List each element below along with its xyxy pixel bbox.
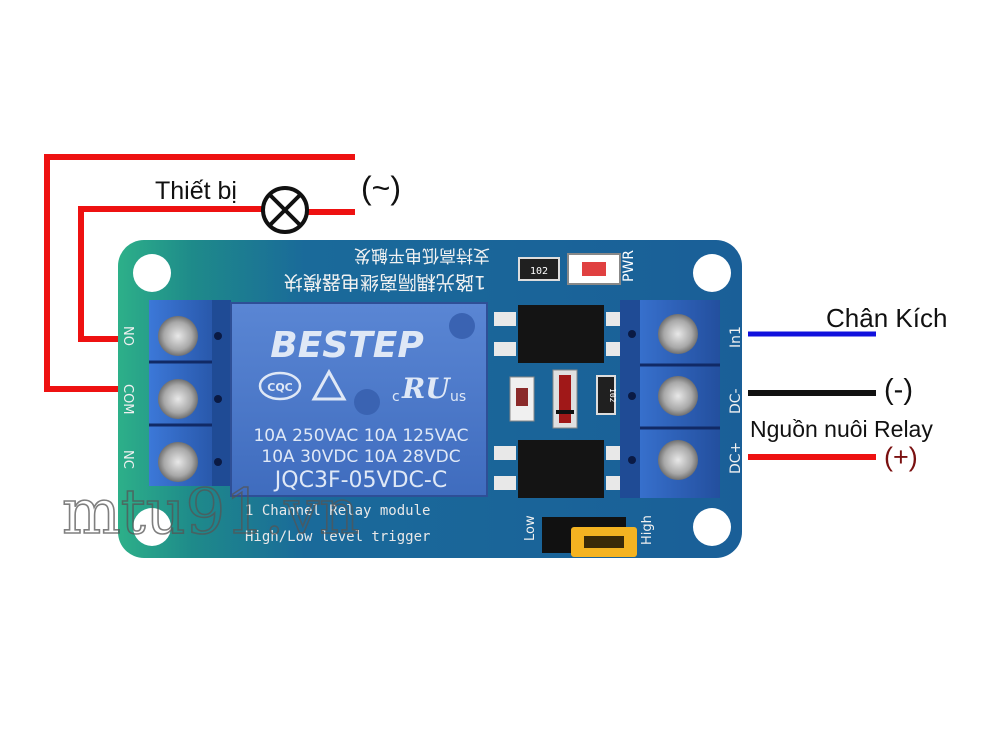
relay-spec-1: 10A 250VAC 10A 125VAC [253,426,468,446]
silk-line-2: High/Low level trigger [245,529,430,545]
resistor [596,375,616,415]
label-pos: (+) [884,442,918,472]
screw-dc-pos [658,440,698,480]
pwr-label: PWR [621,250,637,282]
terminal-block-output [149,300,231,486]
relay-board: 1路光耦隔离继电器模块 支持高低电平触发 102 PWR NO COM NC [118,240,744,558]
jumper-label-high: High [640,515,655,545]
pin-label-nc: NC [120,450,135,469]
lamp-icon [261,186,309,234]
silk-chinese-line2: 支持高低电平触发 [354,245,490,265]
status-led [509,376,535,422]
mount-hole [693,508,731,546]
relay-brand: BESTEP [270,325,424,366]
trigger-jumper[interactable] [542,517,637,557]
pin-label-no: NO [120,326,135,346]
cqc-logo [258,371,302,401]
svg-text:CQC: CQC [267,381,293,394]
wire-com-to-device [78,206,355,342]
mount-hole [133,508,171,546]
screw-dc-neg [658,376,698,416]
terminal-block-input [620,300,720,498]
screw-in1 [658,314,698,354]
silk-line-1: 1 Channel Relay module [245,503,430,519]
mount-hole [133,254,171,292]
relay-component: BESTEP CQC c RU us 10A 250VAC 10A 125VAC… [230,302,488,497]
svg-text:c: c [392,389,400,405]
relay-model: JQC3F-05VDC-C [273,468,447,493]
watermark: mtu91.vn [62,475,359,548]
pin-label-com: COM [120,384,135,415]
ul-mark: RU [401,372,451,405]
screw-no [158,316,198,356]
label-trigger-pin: Chân Kích [826,303,947,333]
screw-com [158,379,198,419]
label-device: Thiết bị [155,177,237,205]
warning-triangle [311,368,347,401]
pin-label-dc-neg: DC- [728,388,744,414]
label-relay-supply: Nguồn nuôi Relay [750,416,933,442]
wire-no-to-source [44,154,355,392]
resistor [518,257,560,281]
label-neg: (-) [884,374,913,406]
label-ac-source: (~) [361,170,401,206]
jumper-label-low: Low [523,515,538,541]
resistor-code: 102 [608,388,617,403]
screw-nc [158,442,198,482]
relay-spec-2: 10A 30VDC 10A 28VDC [261,447,460,467]
svg-text:us: us [450,389,466,405]
pin-label-in1: In1 [728,326,744,348]
mount-hole [693,254,731,292]
pin-label-dc-pos: DC+ [728,442,744,474]
silk-chinese-line1: 1路光耦隔离继电器模块 [284,271,486,293]
resistor-code: 102 [530,266,548,277]
